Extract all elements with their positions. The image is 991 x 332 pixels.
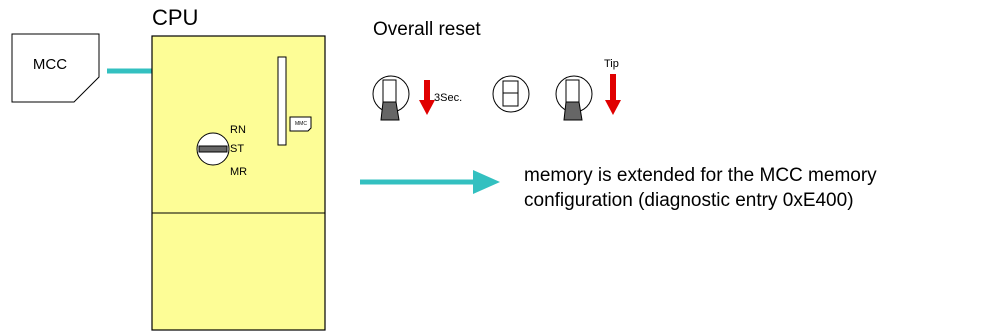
toggle-switch-icon [372, 75, 410, 121]
mmc-slot-label: MMC [295, 121, 307, 127]
result-description: memory is extended for the MCC memory co… [524, 165, 877, 211]
mode-rn-label: RN [230, 124, 246, 136]
mmc-card-icon [289, 116, 312, 132]
hold-duration-label: 3Sec. [434, 92, 463, 104]
down-arrow-icon [605, 74, 621, 115]
key-switch-icon [196, 132, 230, 166]
down-arrow-icon [419, 80, 435, 115]
toggle-switch-icon [492, 75, 530, 113]
card-slot [277, 56, 287, 146]
right-arrow-icon [360, 170, 500, 194]
mode-mr-label: MR [230, 166, 248, 178]
mcc-card-label: MCC [32, 56, 68, 73]
cpu-module [151, 35, 326, 331]
mode-st-label: ST [230, 143, 245, 155]
cpu-title: CPU [152, 5, 199, 30]
tip-label: Tip [604, 58, 619, 70]
overall-reset-title: Overall reset [373, 19, 481, 40]
toggle-switch-icon [555, 75, 593, 121]
mcc-card-icon [11, 33, 100, 103]
